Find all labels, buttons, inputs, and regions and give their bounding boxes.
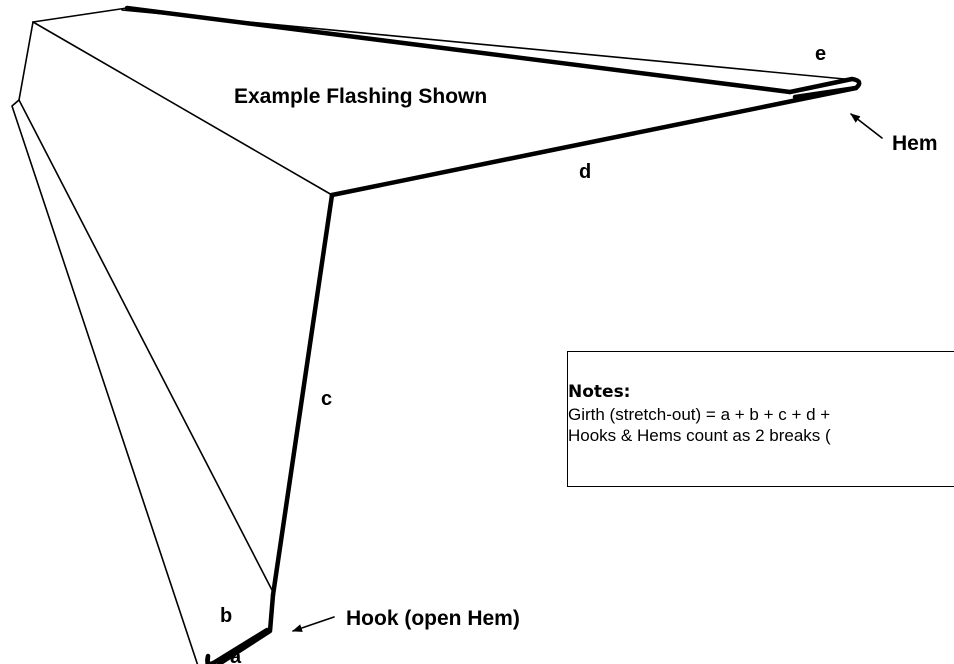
top-back-edge: [32, 7, 128, 23]
hook-callout: Hook (open Hem): [346, 607, 520, 630]
label-c: c: [321, 388, 332, 410]
diagram-title: Example Flashing Shown: [234, 85, 487, 108]
notes-box: Notes: Girth (stretch-out) = a + b + c +…: [567, 351, 954, 487]
left-strip-outer: [11, 99, 199, 664]
hem-strip-bottom-edge: [124, 5, 793, 95]
hem-callout: Hem: [892, 132, 938, 155]
label-d: d: [579, 161, 591, 183]
hem-arrow: [850, 113, 883, 139]
label-a: a: [230, 646, 242, 664]
notes-girth-line: Girth (stretch-out) = a + b + c + d +: [568, 405, 831, 424]
notes-title: Notes:: [568, 382, 631, 402]
edge-d: [329, 85, 859, 198]
left-strip-inner: [18, 99, 274, 593]
label-e: e: [815, 43, 826, 65]
edge-c: [270, 192, 335, 598]
hook-fold: [216, 592, 276, 664]
top-left-edge: [18, 21, 34, 101]
top-inner-fold: [32, 21, 333, 196]
hook-arrow: [292, 616, 335, 632]
notes-breaks-line: Hooks & Hems count as 2 breaks (: [568, 426, 831, 445]
label-b: b: [220, 605, 232, 627]
